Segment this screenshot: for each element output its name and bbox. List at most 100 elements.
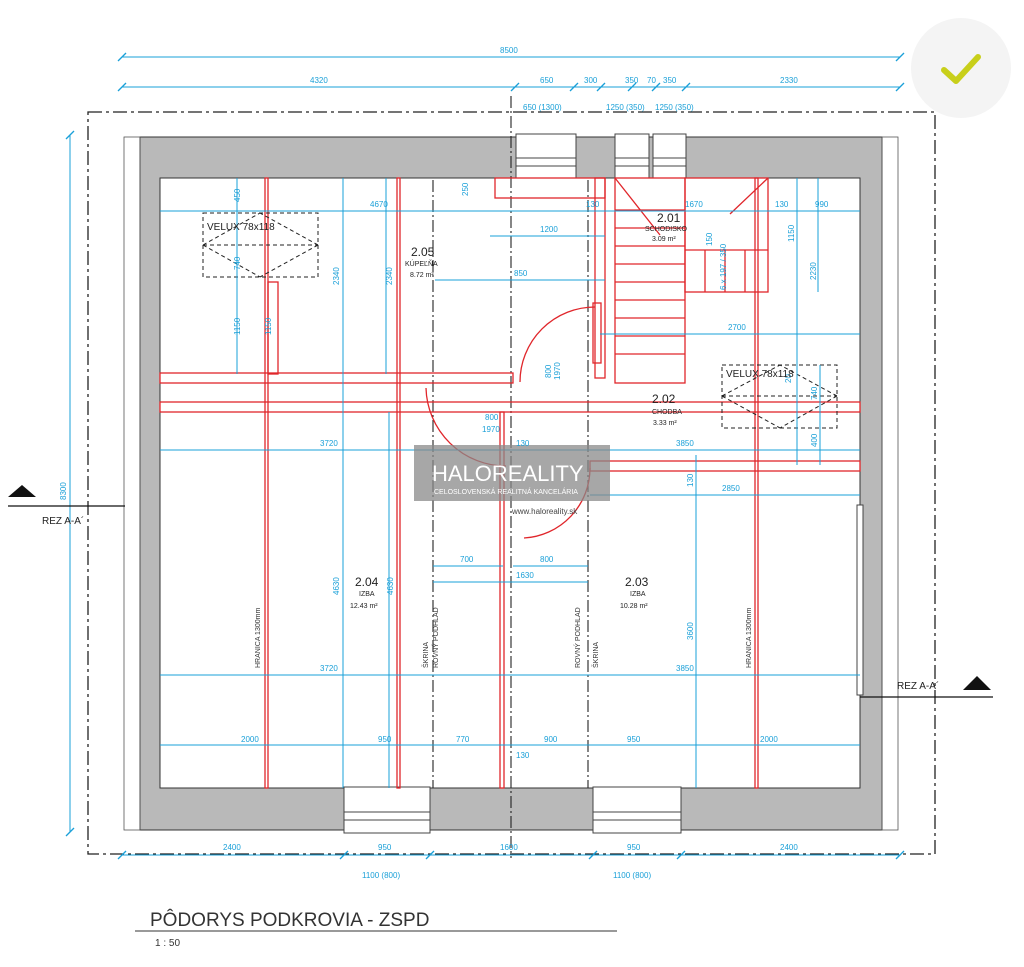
- dim-2700: 2700: [728, 323, 746, 332]
- dim-v-250: 250: [461, 182, 470, 196]
- dim-v-2230: 2230: [809, 262, 818, 280]
- room-2-02-name: CHODBA: [652, 409, 682, 416]
- room-2-01-name: SCHODISKO: [645, 226, 688, 233]
- dim-door-1970a: 1970: [482, 425, 500, 434]
- room-2-04-num: 2.04: [355, 575, 379, 589]
- dim-top-7: 2330: [780, 76, 798, 85]
- hranica-left-label: HRANICA 1300mm: [255, 608, 262, 668]
- dim-door-800b: 800: [544, 364, 553, 378]
- dim-v-1150a: 1150: [233, 317, 242, 335]
- watermark-tagline: CELOSLOVENSKÁ REALITNÁ KANCELÁRIA: [434, 487, 578, 496]
- watermark: HALOREALITY CELOSLOVENSKÁ REALITNÁ KANCE…: [414, 445, 610, 516]
- dim-1670: 1670: [685, 200, 703, 209]
- drawing-title-block: PÔDORYS PODKROVIA - ZSPD 1 : 50: [150, 909, 429, 949]
- dim-4670: 4670: [370, 200, 388, 209]
- room-2-03-num: 2.03: [625, 575, 649, 589]
- section-markers: [8, 485, 993, 698]
- dim-bottom-1: 2400: [223, 843, 241, 852]
- section-right-label: REZ A-A´: [897, 680, 939, 692]
- dim-top-sub-1: 650 (1300): [523, 103, 562, 112]
- dim-bottom-sub-1: 1100 (800): [362, 871, 400, 880]
- room-2-05-area: 8.72 m²: [410, 272, 434, 279]
- dim-top-sub-2: 1250 (350): [606, 103, 645, 112]
- room-2-04-name: IZBA: [359, 591, 375, 598]
- dim-top-total: 8500: [500, 46, 518, 55]
- dim-v-400: 400: [810, 433, 819, 447]
- dim-v-3600: 3600: [686, 622, 695, 640]
- room-2-04-area: 12.43 m²: [350, 603, 378, 610]
- dim-1200: 1200: [540, 225, 558, 234]
- dim-130b: 130: [775, 200, 789, 209]
- dim-1630: 1630: [516, 571, 534, 580]
- dim-950b: 950: [627, 735, 641, 744]
- dim-top-5: 70: [647, 76, 656, 85]
- floor-right-label: ROVNÝ PODHLAD: [573, 607, 582, 668]
- dim-bottom-3: 1600: [500, 843, 518, 852]
- dim-top-3: 300: [584, 76, 598, 85]
- dim-door-800a: 800: [485, 413, 499, 422]
- dim-top-sub-3: 1250 (350): [655, 103, 694, 112]
- top-windows: [515, 133, 687, 179]
- dim-v-130e: 130: [686, 473, 695, 487]
- dim-3720b: 3720: [320, 664, 338, 673]
- room-2-02-num: 2.02: [652, 392, 676, 406]
- dim-v-740a: 740: [233, 256, 242, 270]
- dim-v-20: 20: [784, 374, 793, 383]
- dim-3720a: 3720: [320, 439, 338, 448]
- dim-130c: 130: [516, 439, 530, 448]
- dim-door-1970b: 1970: [553, 362, 562, 380]
- skrina-left-label: ŠKRINA: [421, 642, 430, 668]
- dim-v-1150c: 1150: [787, 224, 796, 242]
- annotation-labels: VELUX 78x118 VELUX 78x118 HRANICA 1300mm…: [42, 222, 939, 692]
- dim-v-4630a: 4630: [332, 577, 341, 595]
- floor-left-label: ROVNÝ PODHLAD: [431, 607, 440, 668]
- dim-top-4: 350: [625, 76, 639, 85]
- dim-2000a: 2000: [241, 735, 259, 744]
- outer-boundary: [87, 111, 936, 855]
- dim-2850: 2850: [722, 484, 740, 493]
- right-opening: [856, 504, 864, 696]
- dimension-labels: 8500 4320 650 300 350 70 350 2330 650 (1…: [223, 46, 829, 880]
- dim-130a: 130: [586, 200, 600, 209]
- velux-left-label: VELUX 78x118: [207, 222, 275, 233]
- checkmark-icon: [941, 54, 981, 84]
- skrina-right-label: ŠKRINA: [591, 642, 600, 668]
- dim-900: 900: [544, 735, 558, 744]
- dim-v-2340b: 2340: [385, 267, 394, 285]
- dim-v-450: 450: [233, 188, 242, 202]
- hranica-right-label: HRANICA 1300mm: [746, 608, 753, 668]
- room-2-03-area: 10.28 m²: [620, 603, 648, 610]
- vertical-dimension-labels: 8300 450 740 1150 1150 2340 2340 250 115…: [59, 182, 819, 640]
- room-2-01-num: 2.01: [657, 211, 681, 225]
- watermark-url: www.haloreality.sk: [511, 507, 578, 516]
- dim-bottom-5: 2400: [780, 843, 798, 852]
- velux-right-label: VELUX 78x118: [726, 369, 794, 380]
- room-2-05-name: KÚPEĽŇA: [405, 259, 438, 268]
- dim-950a: 950: [378, 735, 392, 744]
- room-labels: 2.01 SCHODISKO 3.09 m² 2.02 CHODBA 3.33 …: [350, 211, 688, 610]
- dim-stair-2: 150: [705, 232, 714, 246]
- drawing-scale: 1 : 50: [155, 938, 180, 949]
- bottom-windows: [343, 786, 682, 834]
- dim-bottom-2: 950: [378, 843, 392, 852]
- dim-left-total: 8300: [59, 482, 68, 500]
- section-left-label: REZ A-A´: [42, 515, 84, 527]
- dim-3850a: 3850: [676, 439, 694, 448]
- drawing-title: PÔDORYS PODKROVIA - ZSPD: [150, 909, 429, 931]
- room-2-01-area: 3.09 m²: [652, 236, 676, 243]
- approval-badge: [911, 18, 1011, 118]
- dim-v-1150b: 1150: [264, 317, 273, 335]
- dim-850: 850: [514, 269, 528, 278]
- room-2-03-name: IZBA: [630, 591, 646, 598]
- watermark-brand: HALOREALITY: [432, 461, 584, 486]
- dim-770: 770: [456, 735, 470, 744]
- dim-stair-1: 6 x 197 / 350: [719, 243, 728, 290]
- dim-top-1: 4320: [310, 76, 328, 85]
- dim-130d: 130: [516, 751, 530, 760]
- dim-bottom-sub-2: 1100 (800): [613, 871, 651, 880]
- dim-bottom-4: 950: [627, 843, 641, 852]
- dim-v-740b: 740: [810, 386, 819, 400]
- dim-v-4630b: 4630: [386, 577, 395, 595]
